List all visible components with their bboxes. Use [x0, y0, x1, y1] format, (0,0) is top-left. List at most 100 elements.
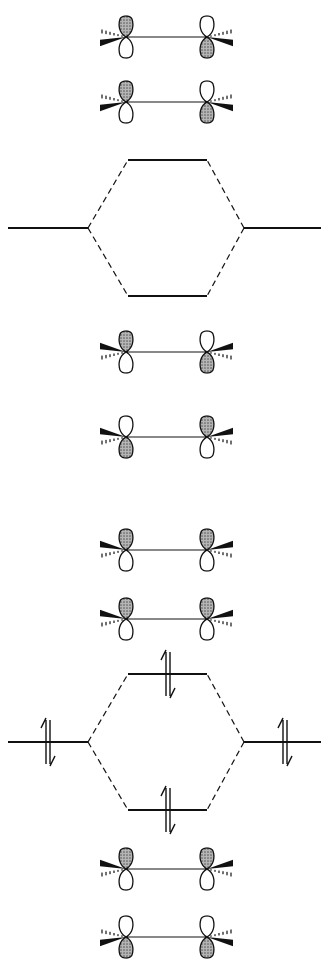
wedge-bond — [100, 859, 126, 869]
lower-lobe — [118, 436, 134, 459]
pi-orbital-pi-4 — [100, 415, 233, 459]
electron-pair — [277, 717, 293, 767]
wedge-bond — [207, 609, 233, 619]
left-p-orbital — [100, 847, 134, 891]
wedge-bond — [100, 102, 126, 112]
pi-orbital-pi-3 — [100, 847, 233, 891]
electron-pair — [160, 649, 176, 699]
hashed-bond — [210, 550, 232, 558]
correlation-line — [87, 673, 129, 743]
correlation-line — [87, 227, 129, 297]
hashed-bond — [101, 550, 123, 558]
lower-lobe — [199, 868, 215, 891]
wedge-bond — [207, 37, 233, 47]
hashed-bond — [210, 94, 232, 102]
upper-lobe — [199, 915, 215, 938]
upper-lobe — [118, 15, 134, 38]
right-p-orbital — [199, 847, 233, 891]
left-p-orbital — [100, 597, 134, 641]
hashed-bond — [101, 352, 123, 360]
right-p-orbital — [199, 597, 233, 641]
pi-orbital-pi-4 — [100, 915, 233, 959]
wedge-bond — [207, 102, 233, 112]
hashed-bond — [101, 29, 123, 37]
lower-lobe — [118, 549, 134, 572]
correlation-line — [206, 673, 245, 743]
pi-orbital-pi-3 — [100, 330, 233, 374]
pi-orbital-pi-2 — [100, 80, 233, 124]
lower-lobe — [199, 436, 215, 459]
left-p-orbital — [100, 80, 134, 124]
wedge-bond — [207, 427, 233, 437]
lower-lobe — [118, 36, 134, 59]
upper-lobe — [118, 597, 134, 620]
right-p-orbital — [199, 15, 233, 59]
wedge-bond — [100, 540, 126, 550]
upper-lobe — [118, 847, 134, 870]
upper-lobe — [199, 15, 215, 38]
wedge-bond — [100, 342, 126, 352]
correlation-line — [206, 227, 245, 297]
upper-lobe — [118, 330, 134, 353]
right-p-orbital — [199, 915, 233, 959]
upper-lobe — [118, 415, 134, 438]
lower-lobe — [199, 936, 215, 959]
upper-lobe — [199, 415, 215, 438]
interaction-panel-1 — [8, 15, 321, 459]
pi-orbital-pi-1 — [100, 15, 233, 59]
upper-lobe — [118, 915, 134, 938]
hashed-bond — [210, 619, 232, 627]
wedge-bond — [207, 540, 233, 550]
lower-lobe — [199, 549, 215, 572]
energy-levels — [8, 159, 321, 297]
upper-lobe — [199, 330, 215, 353]
wedge-bond — [207, 342, 233, 352]
left-p-orbital — [100, 15, 134, 59]
correlation-line — [87, 741, 129, 811]
spin-down-head — [169, 823, 176, 835]
left-p-orbital — [100, 330, 134, 374]
upper-lobe — [118, 80, 134, 103]
hashed-bond — [210, 869, 232, 877]
lower-lobe — [118, 618, 134, 641]
spin-down-head — [49, 755, 56, 767]
upper-lobe — [199, 597, 215, 620]
hashed-bond — [101, 94, 123, 102]
energy-levels — [8, 649, 321, 835]
correlation-line — [206, 741, 245, 811]
upper-lobe — [118, 528, 134, 551]
wedge-bond — [100, 427, 126, 437]
hashed-bond — [210, 929, 232, 937]
spin-up-head — [160, 785, 167, 797]
hashed-bond — [210, 437, 232, 445]
lower-lobe — [118, 351, 134, 374]
spin-down-head — [169, 687, 176, 699]
spin-up-head — [40, 717, 47, 729]
wedge-bond — [100, 37, 126, 47]
pi-orbital-pi-2 — [100, 597, 233, 641]
lower-lobe — [199, 618, 215, 641]
upper-lobe — [199, 80, 215, 103]
hashed-bond — [210, 29, 232, 37]
pi-orbital-pi-1 — [100, 528, 233, 572]
wedge-bond — [207, 859, 233, 869]
interaction-panel-2 — [8, 528, 321, 959]
electron-pair — [160, 785, 176, 835]
hashed-bond — [101, 929, 123, 937]
lower-lobe — [199, 36, 215, 59]
left-p-orbital — [100, 415, 134, 459]
lower-lobe — [118, 101, 134, 124]
correlation-line — [206, 159, 245, 229]
wedge-bond — [100, 609, 126, 619]
spin-up-head — [160, 649, 167, 661]
correlation-line — [87, 159, 129, 229]
lower-lobe — [199, 351, 215, 374]
wedge-bond — [207, 937, 233, 947]
hashed-bond — [101, 869, 123, 877]
electron-pair — [40, 717, 56, 767]
upper-lobe — [199, 847, 215, 870]
left-p-orbital — [100, 915, 134, 959]
lower-lobe — [118, 936, 134, 959]
right-p-orbital — [199, 415, 233, 459]
